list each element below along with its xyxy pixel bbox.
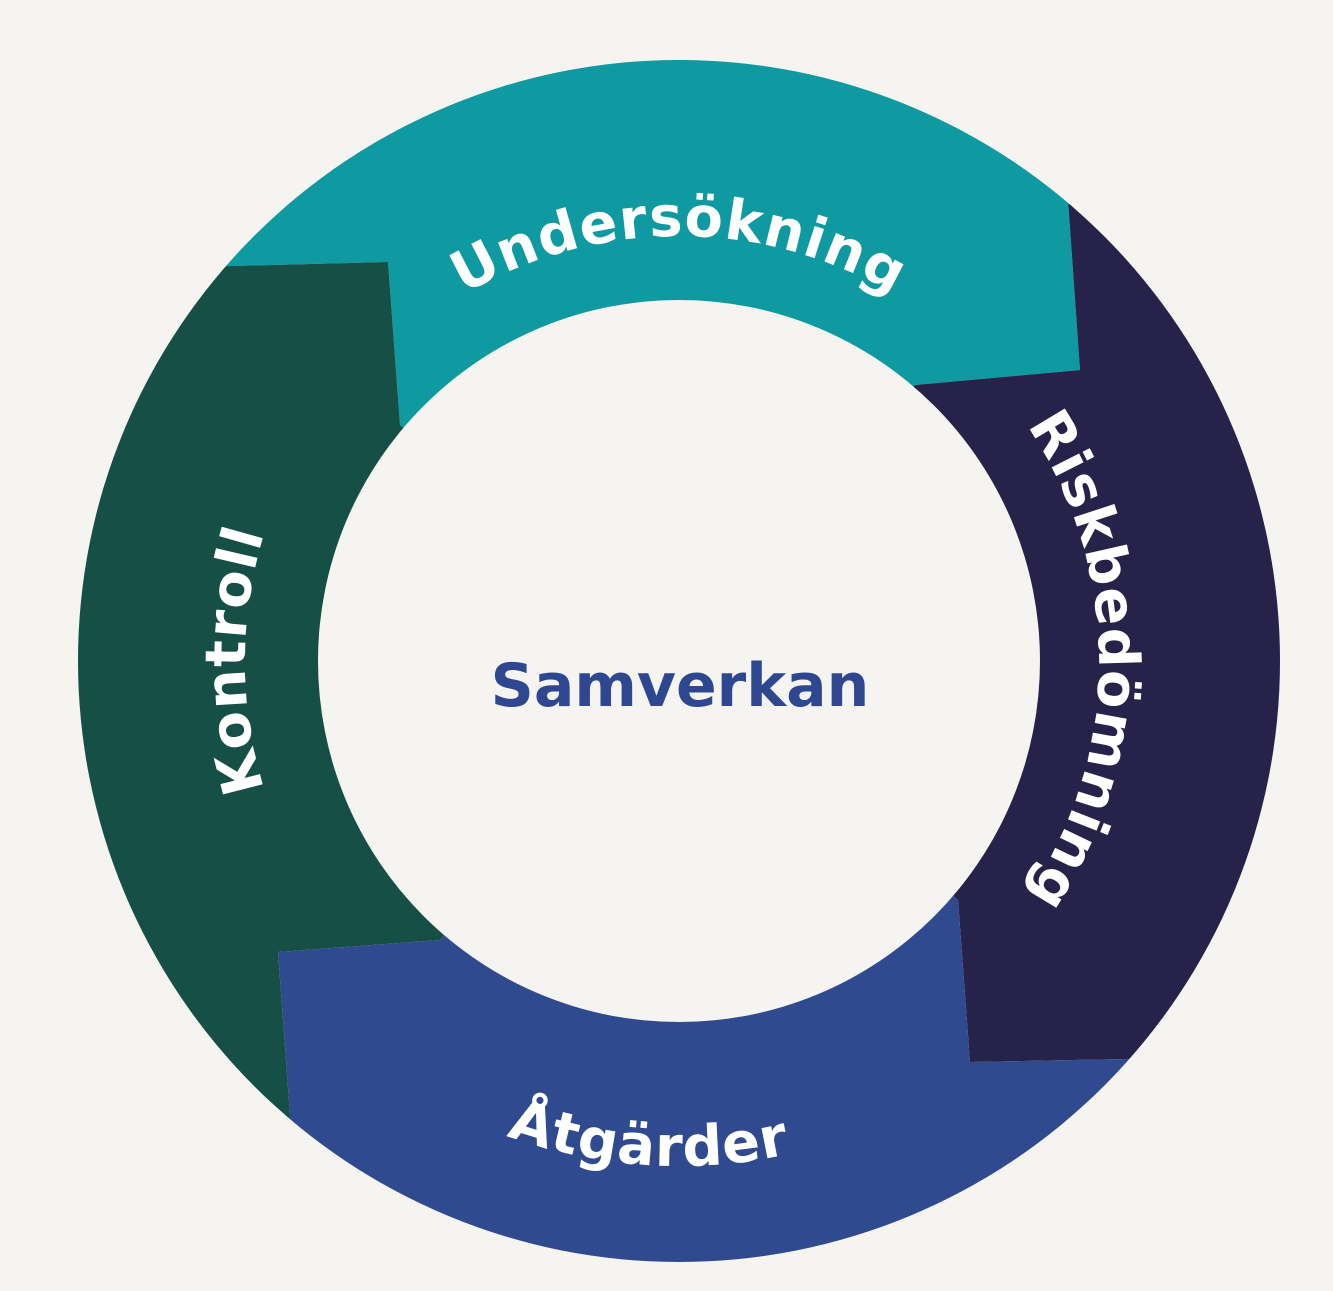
segment-kontroll xyxy=(0,262,679,1291)
segment-atgarder xyxy=(278,661,1333,1291)
center-label: Samverkan xyxy=(491,651,870,721)
segment-riskbedomning xyxy=(679,0,1333,1062)
segment-undersokning xyxy=(0,0,1080,661)
